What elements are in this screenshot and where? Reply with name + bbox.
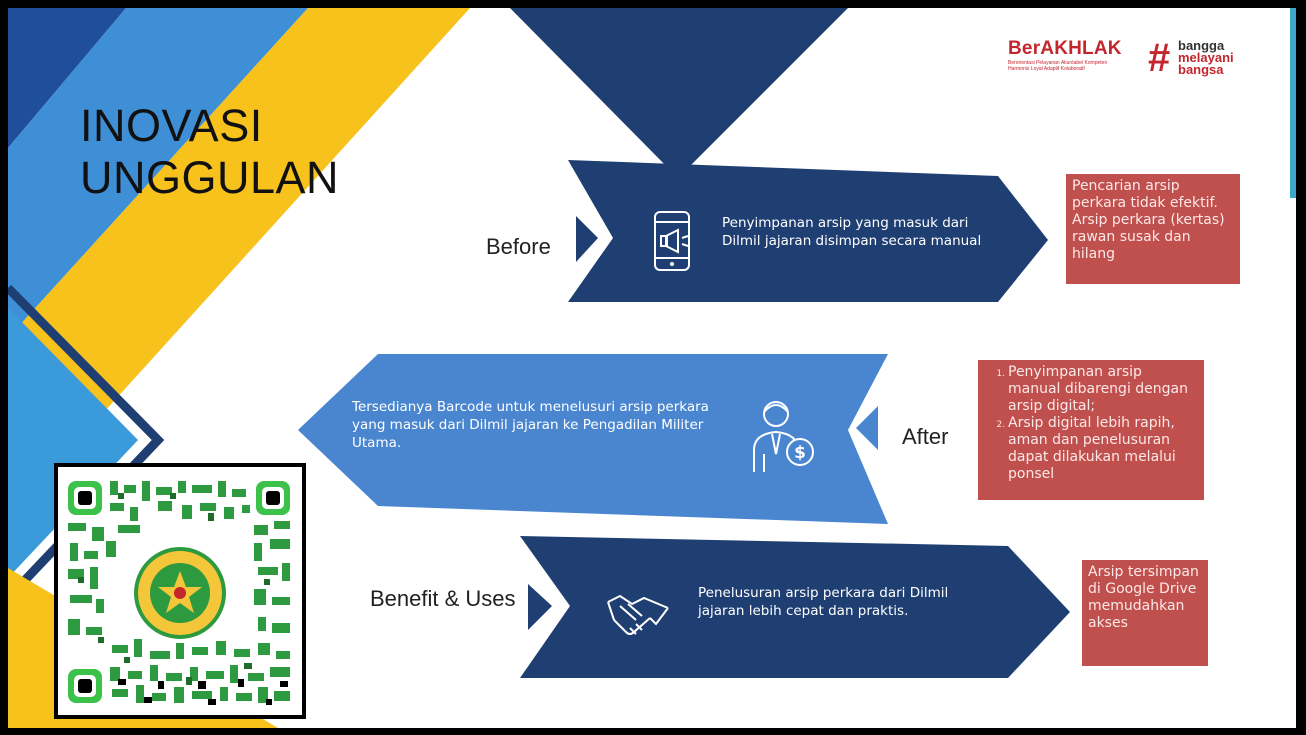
- berakhlak-name: BerAKHLAK: [1008, 38, 1122, 59]
- before-note-box: Pencarian arsip perkara tidak efektif. A…: [1066, 174, 1240, 284]
- bangga-melayani-logo: # bangga melayani bangsa: [1148, 36, 1268, 86]
- qr-modules-dark: [78, 493, 270, 685]
- bangga-word-3: bangsa: [1178, 62, 1224, 77]
- page-title: INOVASI UNGGULAN: [80, 100, 339, 204]
- after-label: After: [902, 424, 949, 449]
- after-note-box: Penyimpanan arsip manual dibarengi denga…: [978, 360, 1204, 500]
- after-note-list: Penyimpanan arsip manual dibarengi denga…: [984, 364, 1198, 483]
- after-small-notch: [856, 406, 878, 450]
- before-small-notch: [576, 216, 598, 262]
- berakhlak-tagline-1: Berorientasi Pelayanan Akuntabel Kompete…: [1008, 60, 1108, 66]
- after-arrow-shape: [298, 354, 888, 524]
- qr-modules-black: [118, 679, 288, 705]
- phone-megaphone-icon: [654, 211, 690, 271]
- qr-modules: [68, 481, 290, 703]
- benefit-label: Benefit & Uses: [370, 586, 516, 611]
- bg-yellow-band: [8, 8, 470, 518]
- bg-chevron-fill: [8, 308, 138, 578]
- before-description: Penyimpanan arsip yang masuk dari Dilmil…: [722, 215, 982, 249]
- bangga-word-2: melayani: [1178, 50, 1234, 65]
- bg-right-accent: [1290, 8, 1296, 198]
- before-label: Before: [486, 234, 551, 259]
- benefit-description: Penelusuran arsip perkara dari Dilmil ja…: [698, 585, 949, 619]
- qr-code-card[interactable]: [54, 463, 306, 719]
- title-line-1: INOVASI: [80, 100, 263, 151]
- benefit-small-notch: [528, 584, 552, 630]
- bangga-word-1: bangga: [1178, 38, 1225, 53]
- qr-finder-bottom-left: [68, 669, 102, 703]
- bg-top-triangle: [510, 8, 848, 178]
- after-note-item-2: Arsip digital lebih rapih, aman dan pene…: [1008, 415, 1198, 483]
- svg-text:$: $: [794, 443, 806, 463]
- slide-canvas: INOVASI UNGGULAN BerAKHLAK Berorientasi …: [8, 8, 1296, 728]
- court-emblem-icon: [130, 543, 230, 643]
- after-note-item-1: Penyimpanan arsip manual dibarengi denga…: [1008, 364, 1198, 415]
- benefit-arrow-shape: [520, 536, 1070, 678]
- title-line-2: UNGGULAN: [80, 152, 340, 203]
- berakhlak-logo: BerAKHLAK Berorientasi Pelayanan Akuntab…: [1008, 38, 1138, 88]
- qr-code-icon[interactable]: [58, 467, 302, 715]
- businessman-dollar-icon: $: [753, 401, 814, 472]
- hashtag-icon: #: [1148, 36, 1171, 80]
- berakhlak-tagline-2: Harmonis Loyal Adaptif Kolaboratif: [1008, 66, 1085, 72]
- qr-finder-top-left: [68, 481, 102, 515]
- background-shapes: [8, 8, 1296, 728]
- handshake-icon: [607, 594, 669, 635]
- benefit-note-box: Arsip tersimpan di Google Drive memudahk…: [1082, 560, 1208, 666]
- after-description: Tersedianya Barcode untuk menelusuri ars…: [352, 399, 709, 451]
- bangga-words: bangga melayani bangsa: [1178, 38, 1234, 77]
- qr-finder-top-right: [256, 481, 290, 515]
